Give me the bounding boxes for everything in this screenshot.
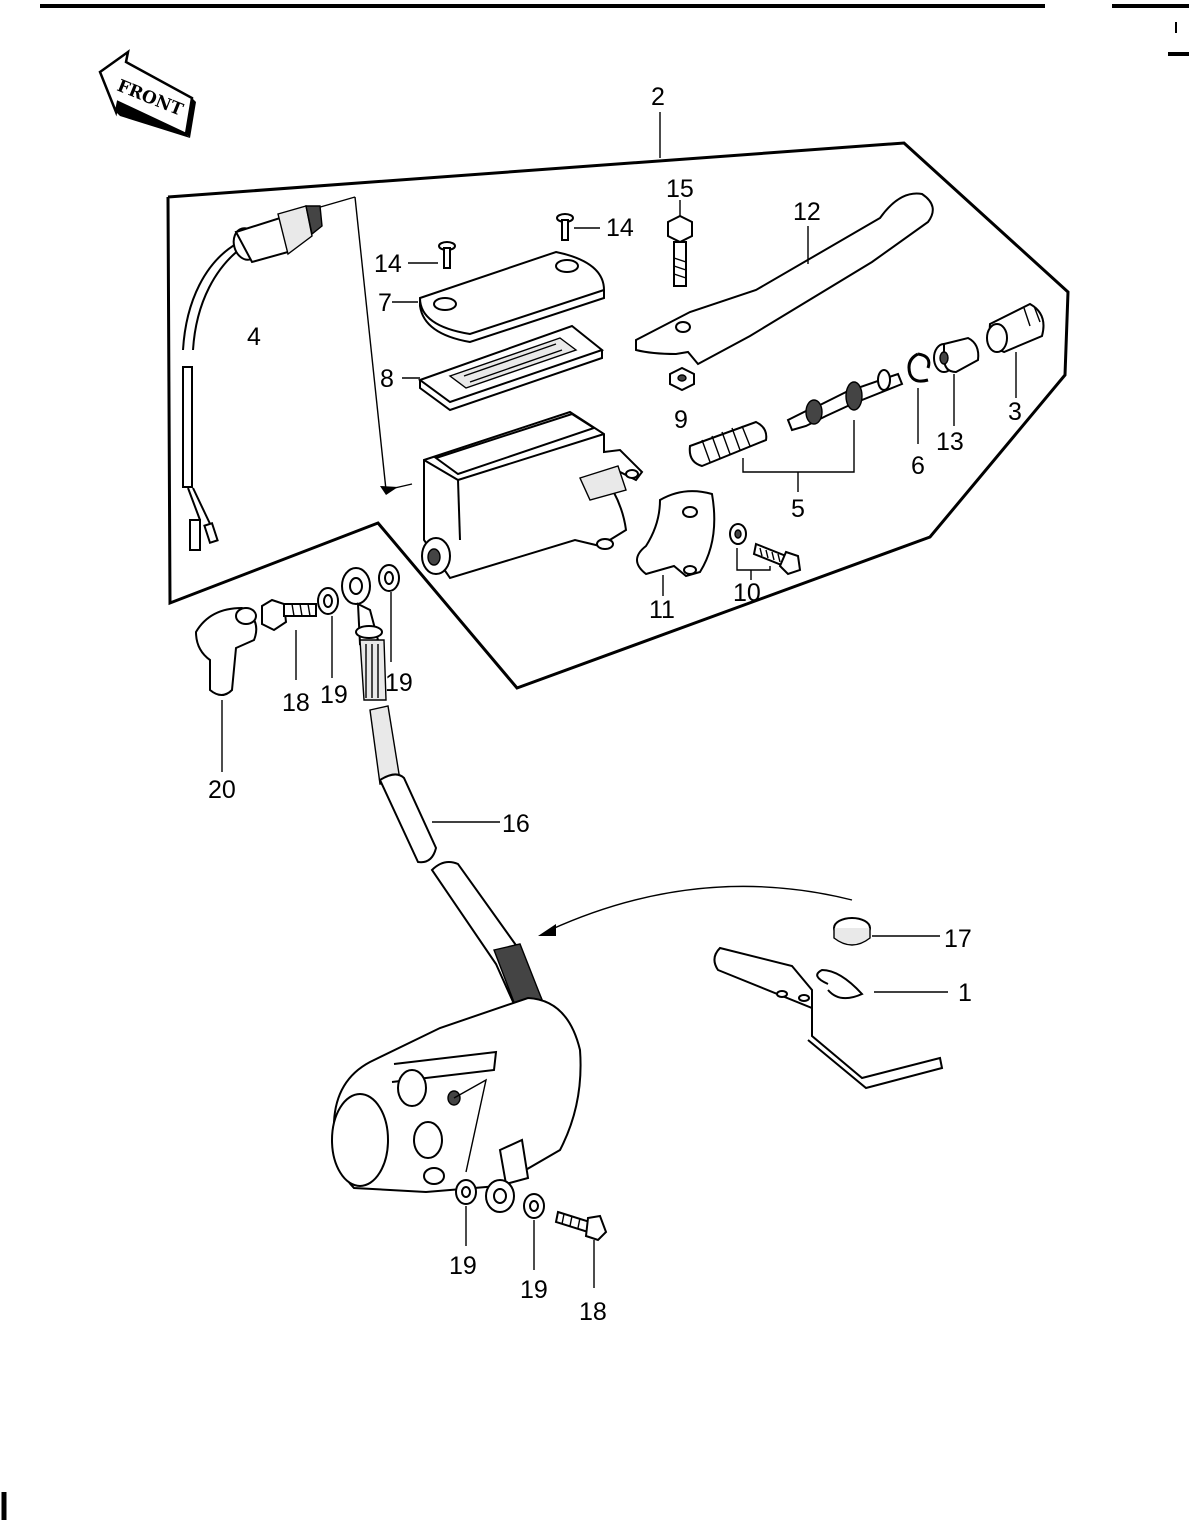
clutch-lever: [635, 192, 934, 366]
callout-17: 17: [944, 925, 972, 953]
callout-9: 9: [674, 406, 688, 434]
callout-18-lower: 18: [579, 1298, 607, 1326]
callout-10: 10: [733, 579, 761, 607]
copper-washer-upper-left: [317, 587, 339, 678]
callout-12: 12: [793, 198, 821, 226]
callout-6: 6: [911, 452, 925, 480]
diaphragm-plate: [402, 324, 605, 412]
callout-15: 15: [666, 175, 694, 203]
copper-washer-lower-left: [455, 1179, 477, 1246]
callout-8: 8: [380, 365, 394, 393]
adjuster-sleeve: [986, 302, 1045, 398]
callout-19-lower-left: 19: [449, 1252, 477, 1280]
callout-2: 2: [651, 83, 665, 111]
page-edge-marks: [1, 4, 1189, 1520]
callout-3: 3: [1008, 398, 1022, 426]
callout-labels: 1 2 3 4 5 6 7 8 9 10 11 12 13 14 14 15 1…: [208, 83, 1022, 1326]
pivot-bolt: [667, 200, 693, 287]
clutch-switch: [182, 205, 323, 551]
banjo-bolt-lower: [554, 1210, 608, 1288]
callout-1: 1: [958, 979, 972, 1007]
front-arrow-icon: FRONT: [98, 49, 196, 138]
assembly-outline: [166, 112, 1070, 690]
clutch-release-cylinder: [331, 996, 582, 1213]
piston-assembly: [688, 369, 904, 492]
callout-18-upper: 18: [282, 689, 310, 717]
callout-4: 4: [247, 323, 261, 351]
copper-washer-lower-right: [523, 1193, 545, 1270]
pivot-nut: [669, 366, 695, 392]
circlip: [907, 352, 931, 444]
callout-16: 16: [502, 810, 530, 838]
callout-7: 7: [378, 289, 392, 317]
bleeder-cap: [194, 606, 258, 772]
master-cylinder-body: [421, 410, 644, 580]
hose-guide-arrow: [538, 885, 853, 936]
clamp-bolt-set: [729, 523, 802, 580]
callout-19-upper-left: 19: [320, 681, 348, 709]
hose-bracket: [713, 946, 948, 1090]
callout-14-right: 14: [606, 214, 634, 242]
reservoir-cap: [392, 250, 606, 344]
copper-washer-upper-right: [378, 564, 400, 662]
screw-14-upper: [556, 213, 600, 241]
banjo-bolt-upper: [261, 598, 317, 680]
handlebar-clamp: [636, 490, 716, 596]
callout-14-left: 14: [374, 250, 402, 278]
grommet: [833, 917, 940, 946]
callout-19-upper-right: 19: [385, 669, 413, 697]
dust-boot: [933, 336, 980, 426]
screw-14-lower: [408, 241, 456, 269]
callout-13: 13: [936, 428, 964, 456]
callout-5: 5: [791, 495, 805, 523]
callout-19-lower-right: 19: [520, 1276, 548, 1304]
callout-20: 20: [208, 776, 236, 804]
callout-11: 11: [649, 596, 675, 624]
banjo-fitting-upper: [341, 567, 383, 646]
